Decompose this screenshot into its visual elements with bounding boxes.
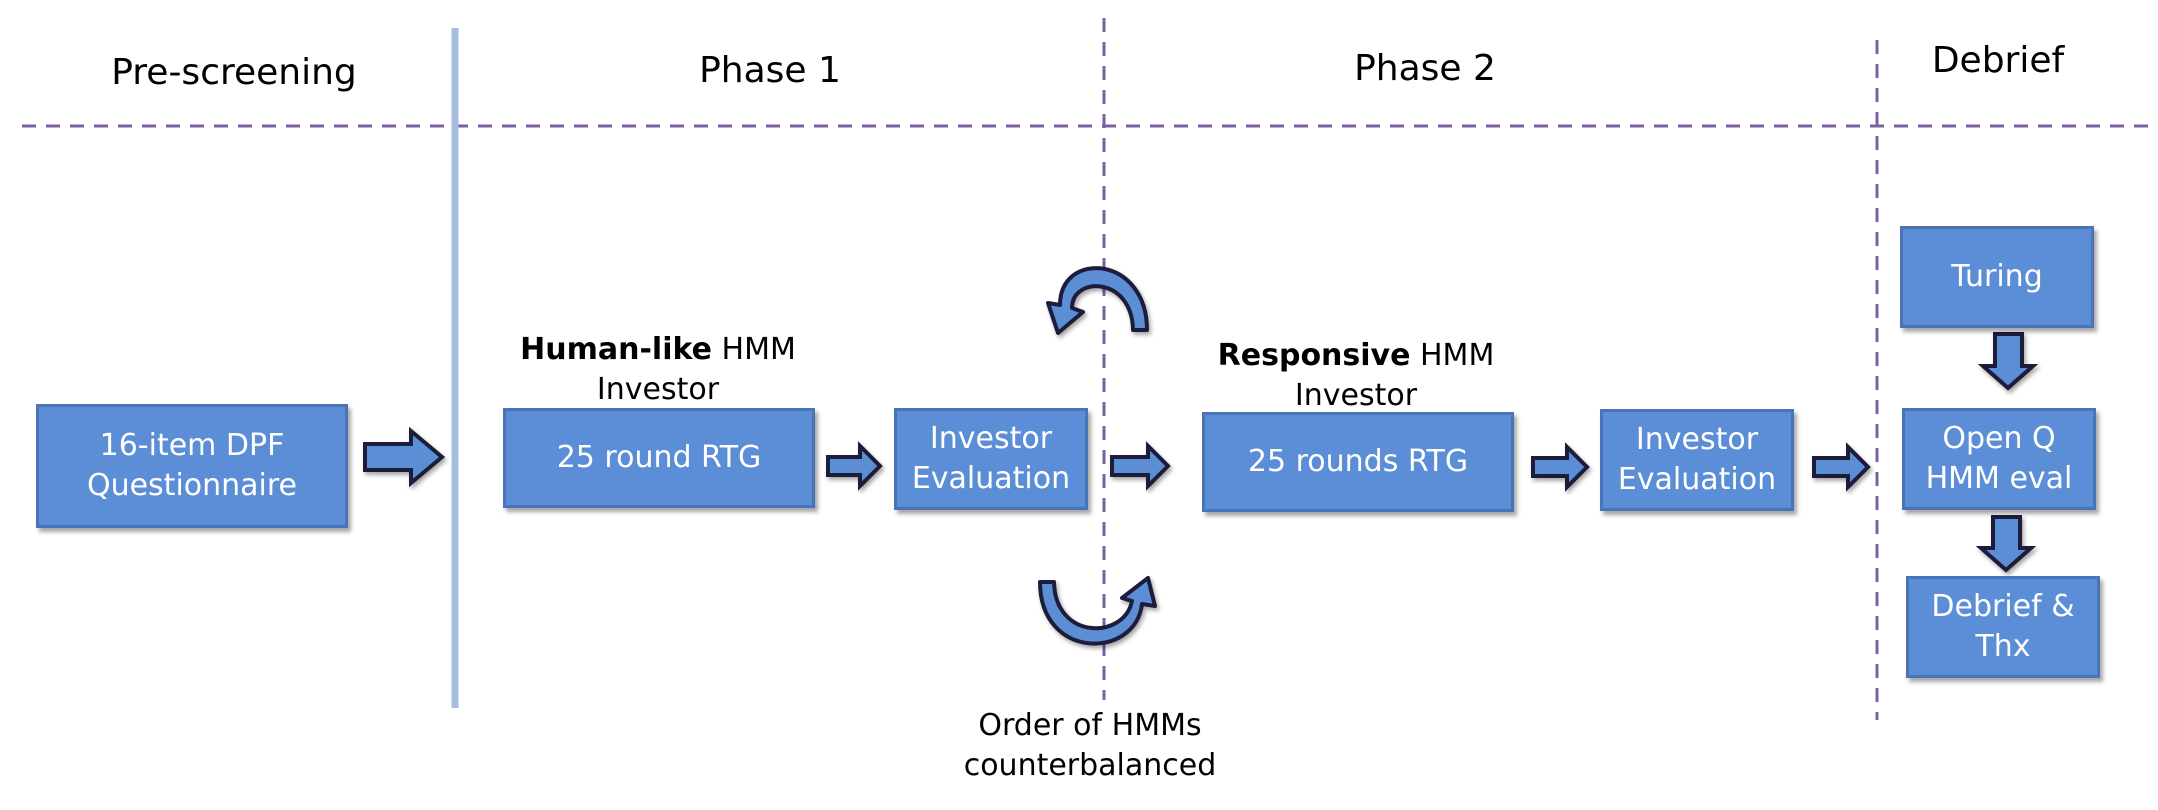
phase2-investor-type: Responsive: [1217, 338, 1411, 373]
questionnaire-text: 16-item DPF Questionnaire: [86, 428, 298, 503]
phase1-investor-label: Human-like HMM Investor: [520, 330, 796, 410]
arrow-right-icon: [826, 441, 883, 491]
phase1-rtg-text: 25 round RTG: [556, 440, 762, 475]
phase-header-phase1: Phase 1: [699, 50, 841, 91]
curved-arrow-top-icon: [1046, 266, 1149, 335]
phase2-rtg-text: 25 rounds RTG: [1247, 444, 1469, 479]
counterbalance-note-line2: counterbalanced: [963, 748, 1217, 783]
phase2-evaluation-box: Investor Evaluation: [1600, 409, 1794, 511]
arrow-right-icon: [363, 426, 446, 488]
phase-header-prescreening: Pre-screening: [111, 52, 357, 93]
counterbalance-note: Order of HMMs counterbalanced: [964, 706, 1217, 786]
turing-box: Turing: [1900, 226, 2094, 328]
open-q-box: Open Q HMM eval: [1902, 408, 2096, 510]
phase2-evaluation-text: Investor Evaluation: [1617, 422, 1777, 497]
debrief-thx-box: Debrief & Thx: [1906, 576, 2100, 678]
phase2-rtg-box: 25 rounds RTG: [1202, 412, 1514, 512]
arrow-right-icon: [1812, 442, 1871, 492]
arrow-right-icon: [1531, 442, 1590, 492]
phase2-investor-label: Responsive HMM Investor: [1218, 336, 1495, 416]
counterbalance-note-line1: Order of HMMs: [978, 708, 1202, 743]
phase-header-phase2: Phase 2: [1354, 48, 1496, 89]
phase1-evaluation-text: Investor Evaluation: [911, 421, 1071, 496]
open-q-text: Open Q HMM eval: [1925, 421, 2073, 496]
phase2-investor-line2: Investor: [1294, 378, 1418, 413]
phase1-investor-model: HMM: [711, 332, 796, 367]
debrief-thx-text: Debrief & Thx: [1931, 589, 2075, 664]
turing-text: Turing: [1951, 259, 2043, 294]
phase2-investor-model: HMM: [1410, 338, 1495, 373]
phase1-investor-line2: Investor: [596, 372, 720, 407]
phase1-investor-type: Human-like: [520, 332, 712, 367]
curved-arrow-bottom-icon: [1038, 576, 1157, 646]
arrow-down-icon: [1977, 332, 2039, 391]
phase1-rtg-box: 25 round RTG: [503, 408, 815, 508]
arrow-right-icon: [1110, 441, 1171, 491]
questionnaire-box: 16-item DPF Questionnaire: [36, 404, 348, 528]
phase1-evaluation-box: Investor Evaluation: [894, 408, 1088, 510]
arrow-down-icon: [1975, 515, 2037, 573]
phase-header-debrief: Debrief: [1931, 40, 2065, 81]
